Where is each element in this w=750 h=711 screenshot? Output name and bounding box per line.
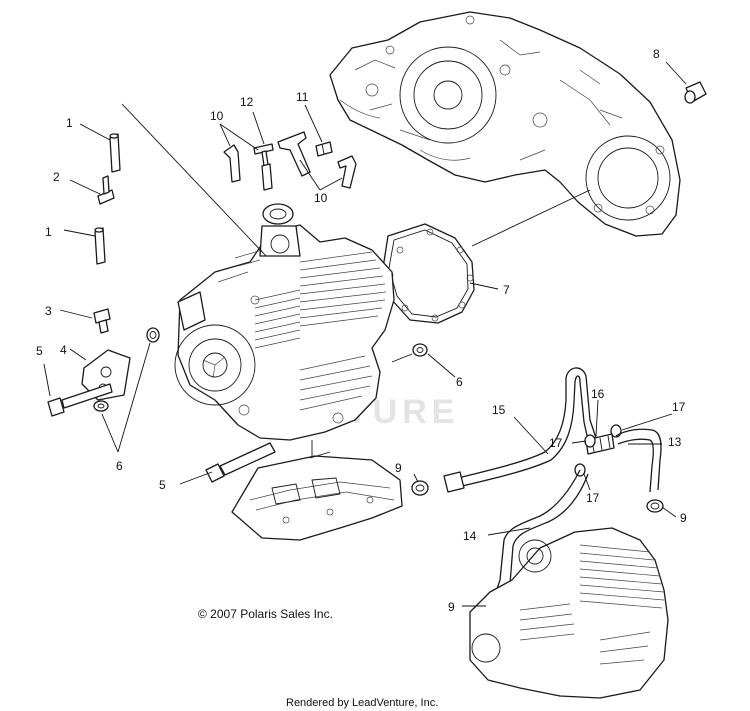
callout-1-top: 1 (66, 116, 73, 130)
bolt-part-5-left (47, 383, 113, 417)
bracket-part-4 (81, 349, 131, 401)
plug-part-8 (684, 81, 707, 104)
hose-part-10-center (277, 131, 311, 177)
engine-reference-view (469, 527, 669, 699)
callout-16: 16 (591, 387, 605, 401)
pin-part-1-top (109, 133, 121, 173)
callout-12: 12 (240, 95, 254, 109)
callout-1-bottom: 1 (45, 225, 52, 239)
callout-10-left: 10 (210, 109, 224, 123)
rendered-by-text: Rendered by LeadVenture, Inc. (286, 697, 438, 709)
clamp-part-17-a (584, 434, 596, 448)
callout-11: 11 (296, 90, 309, 104)
engine-assembly (174, 203, 395, 441)
callout-13: 13 (668, 435, 682, 449)
washer-part-6-top (146, 327, 160, 343)
callout-6-right: 6 (456, 375, 463, 389)
hose-part-13 (615, 428, 662, 493)
callout-2: 2 (53, 170, 60, 184)
callout-17-right: 17 (672, 400, 686, 414)
clamp-part-17-c (610, 424, 622, 438)
callout-9-bottom: 9 (448, 600, 455, 614)
callout-17-left: 17 (549, 436, 563, 450)
copyright-text: © 2007 Polaris Sales Inc. (198, 607, 333, 621)
callout-5-bottom: 5 (159, 478, 166, 492)
bolt-part-5-bottom (205, 442, 276, 483)
callout-8: 8 (653, 47, 660, 61)
callout-6-left: 6 (116, 459, 123, 473)
leader-lines (43, 61, 687, 607)
clamp-part-11 (315, 141, 333, 157)
bolt-part-3 (93, 308, 111, 334)
washer-part-6-right (412, 343, 428, 357)
callout-7: 7 (503, 283, 510, 297)
transmission-housing (329, 11, 681, 237)
pin-part-1-bottom (94, 227, 106, 265)
callout-17-bottom: 17 (586, 491, 600, 505)
hose-part-15 (443, 367, 597, 493)
engine-mount-frame (231, 455, 403, 541)
gasket-part-7 (382, 223, 475, 324)
callout-9-right: 9 (680, 511, 687, 525)
callout-14: 14 (463, 529, 477, 543)
callout-9-left: 9 (395, 461, 402, 475)
stud-part-2 (97, 175, 115, 205)
callout-labels: 1 2 1 3 4 5 6 5 10 12 11 10 8 7 6 15 16 … (36, 47, 687, 614)
callout-4: 4 (60, 343, 67, 357)
hose-part-10-right (337, 155, 357, 189)
callout-5-left: 5 (36, 344, 43, 358)
washer-part-6-bottom (93, 400, 109, 412)
callout-15: 15 (492, 403, 506, 417)
hose-part-10-left (223, 144, 241, 183)
callout-10-right: 10 (314, 191, 328, 205)
cap-part-9-a (411, 480, 429, 496)
hose-part-14 (493, 469, 589, 603)
callout-3: 3 (45, 304, 52, 318)
cap-part-9-b (646, 499, 664, 513)
tee-fitting-part-12 (253, 143, 274, 191)
